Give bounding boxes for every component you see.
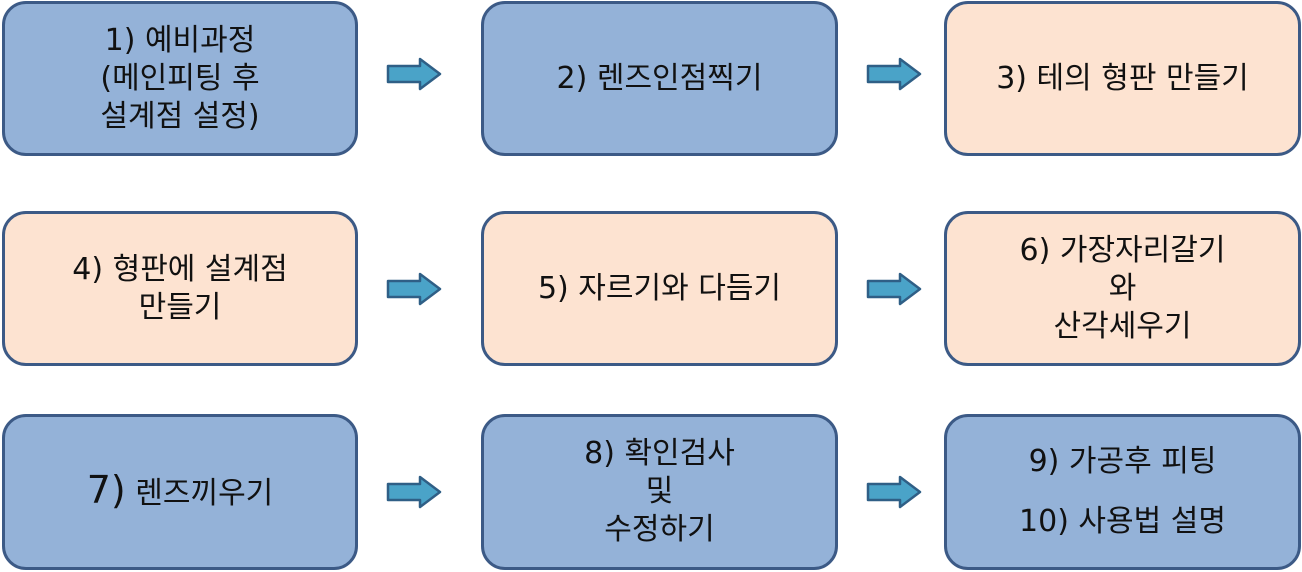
- step-8-line-2: 및: [645, 474, 674, 509]
- step-8-line-1: 8) 확인검사: [584, 436, 735, 471]
- step-8-inspection: 8) 확인검사 및 수정하기: [481, 414, 838, 570]
- step-7-line-1: 7) 렌즈끼우기: [87, 471, 274, 513]
- step-2-lens-marking: 2) 렌즈인점찍기: [481, 1, 838, 156]
- step-7-text: 렌즈끼우기: [135, 476, 274, 511]
- step-1-line-1: 1) 예비과정: [104, 22, 256, 58]
- step-7-lens-insertion: 7) 렌즈끼우기: [2, 414, 358, 570]
- step-8-line-3: 수정하기: [604, 512, 715, 547]
- step-9-line-1: 9) 가공후 피팅: [1028, 444, 1217, 479]
- step-4-line-2: 만들기: [138, 289, 222, 325]
- step-6-line-1: 6) 가장자리갈기: [1019, 232, 1226, 268]
- step-9-line-2: 10) 사용법 설명: [1019, 504, 1226, 539]
- arrow-right-icon: [386, 57, 442, 91]
- arrow-right-icon: [386, 475, 442, 509]
- step-5-cutting: 5) 자르기와 다듬기: [481, 211, 838, 366]
- step-2-line-1: 2) 렌즈인점찍기: [556, 60, 763, 96]
- step-7-number: 7): [86, 468, 126, 512]
- arrow-right-icon: [866, 272, 922, 306]
- step-5-line-1: 5) 자르기와 다듬기: [537, 270, 782, 306]
- step-1-line-3: 설계점 설정): [100, 98, 260, 134]
- step-1-preparation: 1) 예비과정 (메인피팅 후 설계점 설정): [2, 1, 358, 156]
- arrow-right-icon: [386, 272, 442, 306]
- step-6-edging: 6) 가장자리갈기 와 산각세우기: [944, 211, 1301, 366]
- step-4-line-1: 4) 형판에 설계점: [72, 251, 288, 287]
- step-3-frame-pattern: 3) 테의 형판 만들기: [944, 1, 1301, 156]
- step-1-line-2: (메인피팅 후: [100, 60, 260, 96]
- step-6-line-2: 와: [1108, 270, 1137, 306]
- step-9-fitting-and-instruction: 9) 가공후 피팅 10) 사용법 설명: [944, 414, 1301, 570]
- step-3-line-1: 3) 테의 형판 만들기: [996, 60, 1249, 96]
- arrow-right-icon: [866, 57, 922, 91]
- arrow-right-icon: [866, 475, 922, 509]
- step-6-line-3: 산각세우기: [1053, 308, 1192, 344]
- step-4-pattern-design-point: 4) 형판에 설계점 만들기: [2, 211, 358, 366]
